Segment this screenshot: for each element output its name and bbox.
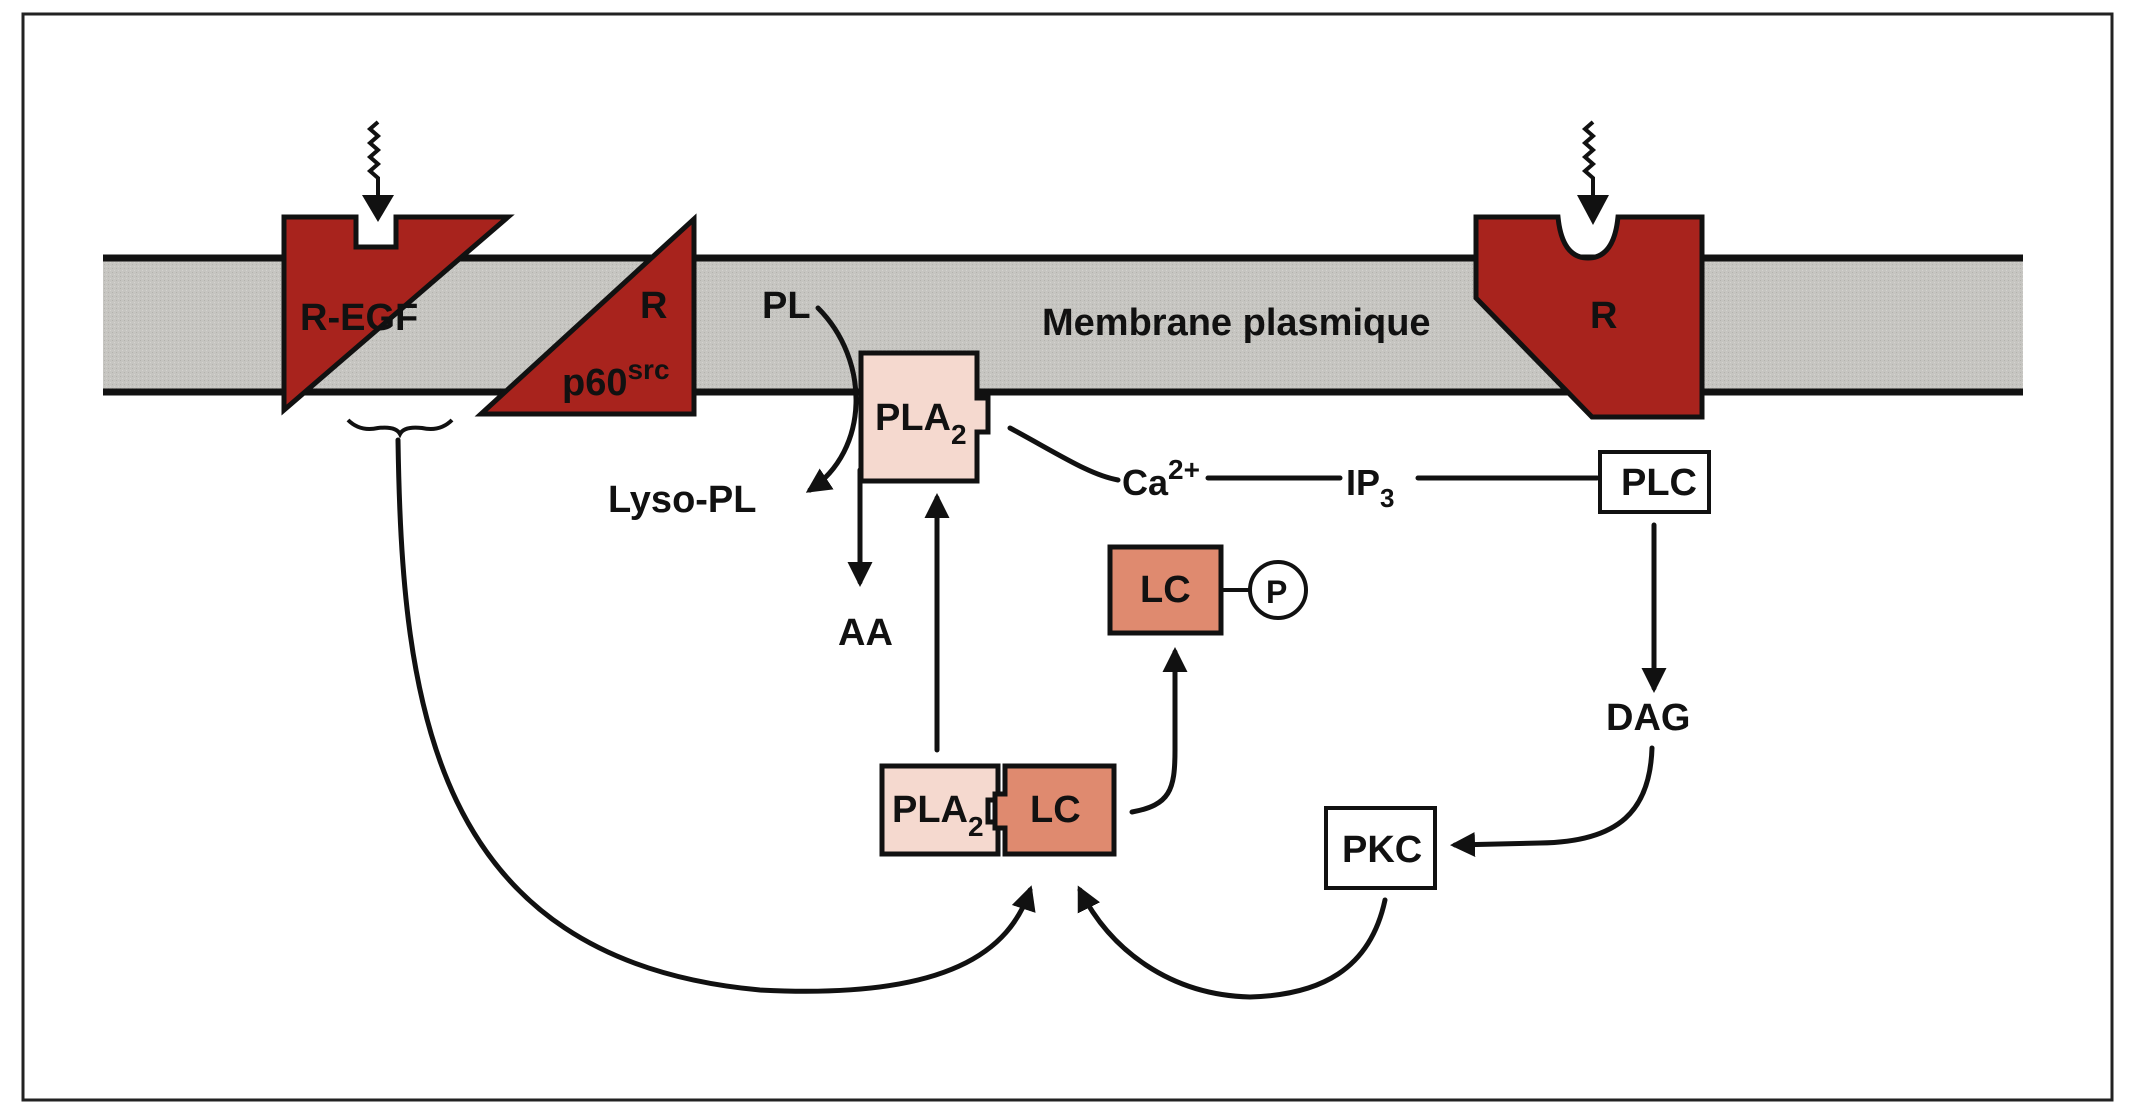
aa-label: AA: [838, 612, 893, 654]
ca-label: Ca2+: [1122, 454, 1200, 503]
arrow-dag-to-pkc: [1450, 745, 1655, 858]
dag-label: DAG: [1606, 697, 1690, 739]
arrow-pl-to-lyso-pl: [805, 305, 859, 493]
r-egf-label: R-EGF: [300, 297, 418, 339]
phosphate-label: P: [1266, 574, 1287, 610]
membrane-label: Membrane plasmique: [1042, 302, 1431, 344]
receptor-r-right: R: [1473, 214, 1705, 420]
lc-phospho-label: LC: [1140, 569, 1191, 611]
r-src-top-label: R: [640, 285, 667, 327]
pkc-label: PKC: [1342, 829, 1422, 871]
pla2-membrane-box: PLA2: [858, 350, 991, 484]
pkc-box: PKC: [1324, 806, 1437, 890]
lyso-pl-label: Lyso-PL: [608, 479, 757, 521]
ip3-label: IP3: [1346, 462, 1394, 513]
figure-frame: [21, 12, 2114, 1102]
plc-label: PLC: [1621, 462, 1697, 504]
plc-box: PLC: [1598, 450, 1711, 514]
lc-phospho-box: LC P: [1107, 544, 1308, 636]
r-src-bottom-label: p60src: [562, 354, 670, 404]
arrow-complex-to-lc-phospho: [1129, 647, 1188, 815]
pla2-lc-complex: PLA2 LC: [879, 763, 1117, 857]
r-right-label: R: [1590, 295, 1617, 337]
signal-arrow-right-icon: [1577, 120, 1609, 225]
phosphate-icon: [1248, 560, 1308, 620]
pla2-bottom-label: PLA2: [892, 789, 984, 842]
receptor-p60src: R p60src: [474, 213, 697, 417]
brace-icon: [346, 418, 454, 439]
pla2-top-label: PLA2: [875, 397, 967, 450]
arrow-pkc-to-complex: [1077, 885, 1388, 1000]
line-pla2-to-ca: [1007, 425, 1121, 483]
receptor-egf: R-EGF: [281, 214, 515, 416]
arrow-receptors-to-complex: [395, 437, 1036, 994]
pl-label: PL: [762, 285, 811, 327]
signal-arrow-left-icon: [362, 120, 394, 222]
lc-bottom-label: LC: [1030, 789, 1081, 831]
